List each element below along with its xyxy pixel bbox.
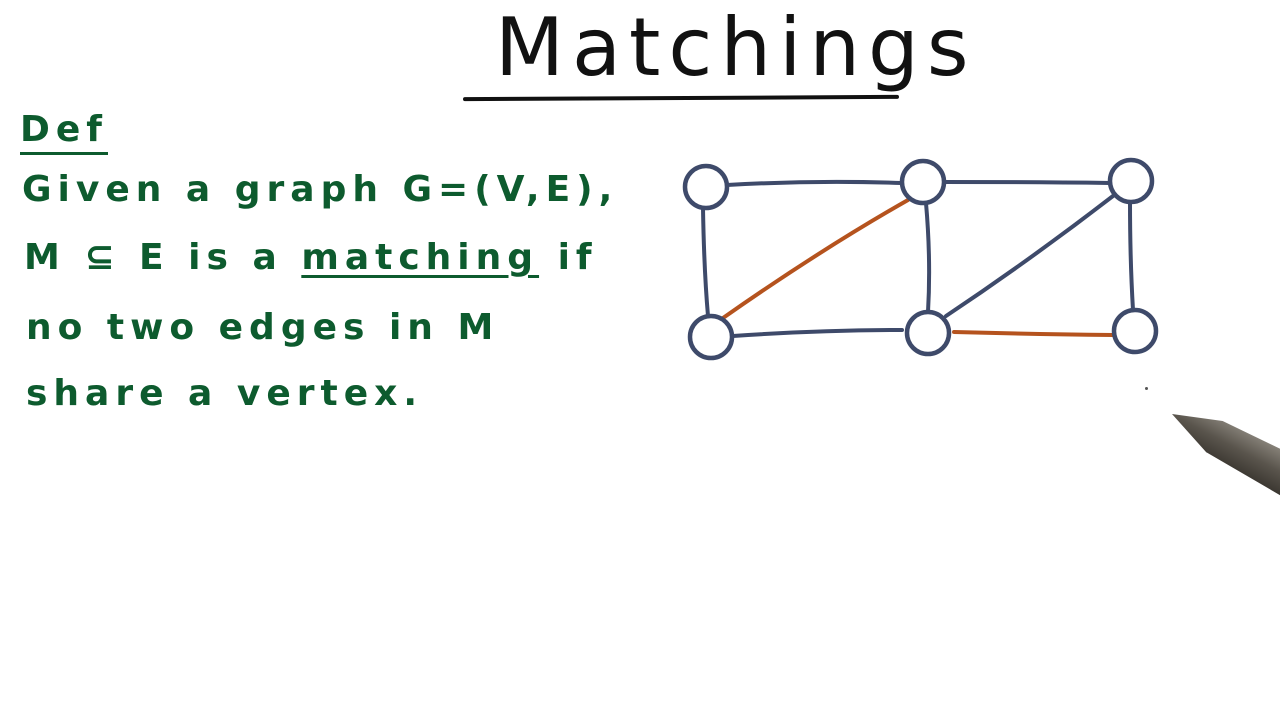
edge-v4-v5 xyxy=(731,328,904,338)
matching-edge-v5-v6 xyxy=(952,330,1115,337)
vertex-v5 xyxy=(904,309,952,357)
definition-line-2-prefix: M ⊆ E is a xyxy=(24,237,302,278)
definition-line-2: M ⊆ E is a matching if xyxy=(24,240,598,276)
edge-v1-v2 xyxy=(725,179,904,187)
edge-v5-v3 xyxy=(944,194,1115,318)
vertex-v2 xyxy=(899,158,947,206)
definition-line-2-suffix: if xyxy=(539,237,598,278)
definition-heading: Def xyxy=(20,112,108,155)
vertex-v1 xyxy=(682,163,730,211)
definition-line-4: share a vertex. xyxy=(26,373,424,414)
matching-edge-v4-v2 xyxy=(721,198,910,320)
edge-v1-v4 xyxy=(701,206,710,318)
matching-term: matching xyxy=(301,237,540,278)
vertex-v6 xyxy=(1111,307,1159,355)
edge-v3-v6 xyxy=(1128,200,1135,312)
pen-dot xyxy=(1145,387,1148,390)
definition-line-1: Given a graph G=(V,E), xyxy=(22,169,619,210)
vertex-v4 xyxy=(687,313,735,361)
definition-line-3: no two edges in M xyxy=(26,307,500,348)
edge-v2-v3 xyxy=(942,180,1112,185)
page-title: Matchings xyxy=(495,1,977,94)
vertex-v3 xyxy=(1107,157,1155,205)
edge-v2-v5 xyxy=(924,201,932,314)
